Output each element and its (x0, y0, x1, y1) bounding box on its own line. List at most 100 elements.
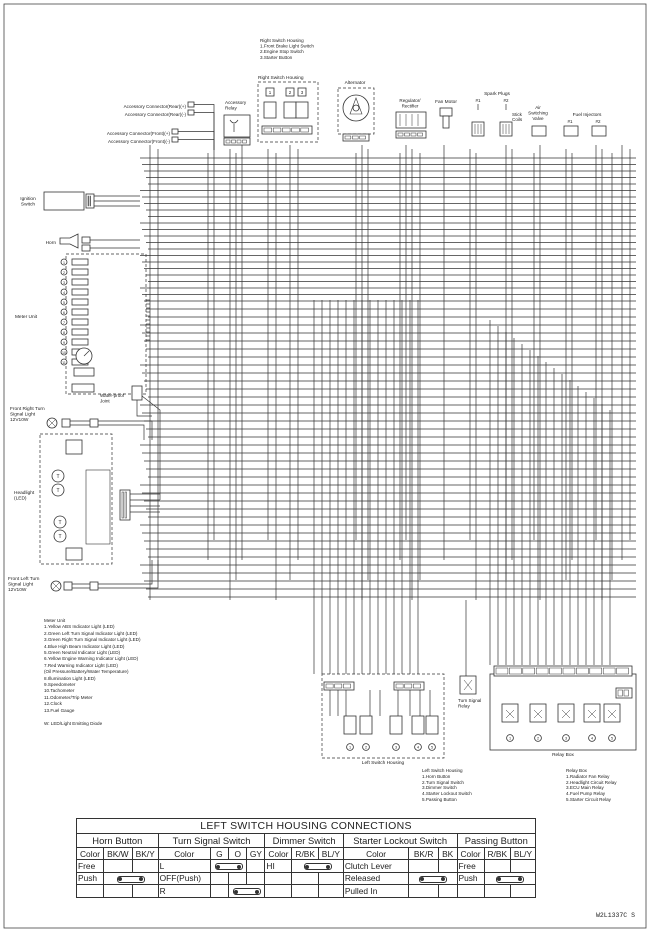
table-cell: Released (342, 871, 410, 886)
horn-icon (59, 233, 79, 249)
connection-icon (303, 863, 332, 871)
legend-item: W: LED/Light Emitting Diode (44, 720, 103, 726)
connector-pin (522, 667, 535, 675)
table-cell: Push (456, 871, 485, 886)
connector-pin (576, 667, 589, 675)
connection-bar-cell (408, 871, 458, 886)
front-right-turn-label: Signal Light (10, 412, 36, 418)
legend-item: 3.Green Right Turn Signal Indicator Ligh… (44, 637, 141, 643)
indicator-led (71, 298, 89, 306)
connector-pin (617, 689, 623, 697)
left-switch-housing-box (321, 673, 445, 759)
spark-plug-2-label: #2 (503, 98, 509, 103)
connector-pin (352, 135, 359, 140)
lsh-connector (393, 681, 425, 691)
connection-icon (232, 888, 261, 896)
table-cell (510, 884, 536, 898)
legend-item: 2.Green Left Turn Signal Indicator Light… (44, 630, 138, 636)
connector-pin (359, 135, 366, 140)
legend-item: Left Switch Housing (422, 768, 463, 773)
legend-item: 6.Yellow Engine Warning Indicator Light … (44, 656, 139, 662)
connector-pin (509, 667, 522, 675)
regulator-rectifier-label: Rectifier (402, 103, 419, 108)
bulb-filament (48, 419, 56, 427)
wire (141, 395, 161, 500)
spark-plug-1-label: #1 (475, 98, 481, 103)
table-cell: Free (456, 859, 485, 873)
switch-body (295, 101, 309, 119)
indicator-number: 9 (63, 341, 65, 345)
bulb-filament (52, 582, 60, 590)
indicator-number: 10 (62, 351, 66, 355)
connection-icon (495, 875, 524, 883)
legend-item: Meter Unit (44, 618, 66, 623)
wire (98, 560, 153, 585)
table-cell (209, 871, 230, 886)
legend-item: 2.Headlight Circuit Relay (566, 779, 617, 785)
table-cell (510, 859, 536, 873)
led-symbol: T (56, 474, 59, 480)
turn-connector (89, 581, 99, 591)
connector-pin (236, 139, 242, 144)
indicator-led (71, 338, 89, 346)
switch-contact-box (343, 715, 357, 735)
legend-item: 11.Odometer/Trip Meter (44, 694, 93, 700)
group-turn-signal-switch: Turn Signal Switch (157, 833, 266, 848)
connector-pin (124, 491, 127, 519)
switch-number-icon (428, 743, 436, 751)
legend-item: 3.Dimmer Switch (422, 785, 457, 791)
turn-connector (89, 418, 99, 428)
indicator-light-icon (60, 328, 68, 336)
connection-icon (116, 875, 145, 883)
led-symbol: T (58, 534, 61, 540)
legend-item: 1.Yellow ABS Indicator Light (LED) (44, 624, 115, 630)
connector-pin (231, 139, 236, 144)
legend-item: 7.Red Warning Indicator Light (LED) (44, 662, 118, 668)
indicator-led (71, 278, 89, 286)
switch-contact-box (359, 715, 373, 735)
turn-signal-relay-label: Relay (458, 703, 470, 708)
connector-pin (300, 127, 309, 133)
wire (98, 560, 159, 589)
connector-pin (417, 132, 423, 137)
relay-number: 3 (565, 737, 567, 741)
table-header-cell: Color (342, 846, 410, 861)
fan-motor-label: Fan Motor (435, 99, 457, 105)
regulator-rectifier-label: Regulator/ (399, 98, 421, 103)
horn-connector (81, 236, 91, 244)
indicator-light-icon (60, 358, 68, 366)
switch-contact-box (425, 715, 439, 735)
led-symbol: T (58, 520, 61, 526)
right-switch-housing-title: 1.Front Brake Light Switch (260, 44, 314, 49)
drawing-code: W2L1337C S (596, 912, 636, 919)
connector-pin (616, 667, 629, 675)
relay-number-icon (506, 734, 514, 742)
table-cell (408, 859, 439, 873)
connector-pin (225, 139, 231, 144)
legend-item: 1.Radiator Fan Relay (566, 773, 610, 779)
switch-number: 4 (417, 746, 419, 750)
right-switch-housing-label: Right Switch Housing (258, 75, 304, 81)
lsh-connector (323, 681, 355, 691)
relay-number-icon (608, 734, 616, 742)
legend-item: 4.Starter Lockout Switch (422, 791, 472, 797)
table-cell (131, 884, 159, 898)
gauge-needle (83, 350, 90, 357)
relay-number-icon (534, 734, 542, 742)
headlight-housing (39, 433, 113, 565)
relay-icon-box (557, 703, 575, 723)
table-cell: L (157, 859, 211, 873)
page-border (3, 3, 647, 929)
legend-item: Relay Box (566, 768, 587, 773)
indicator-light-icon (60, 268, 68, 276)
injector-2-box (591, 125, 607, 137)
wire (178, 139, 215, 150)
legend-item: 13.Fuel Gauge (44, 707, 75, 713)
legend-item: 1.Horn Button (422, 773, 451, 779)
switch-number: 3 (301, 90, 304, 95)
indicator-led (71, 308, 89, 316)
right-switch-housing-title: Right Switch Housing (260, 38, 304, 43)
right-switch-housing-title: 3.Starter Button (260, 55, 293, 60)
acc-front-minus-label: Accessory Connector(Front)(-) (108, 139, 170, 144)
